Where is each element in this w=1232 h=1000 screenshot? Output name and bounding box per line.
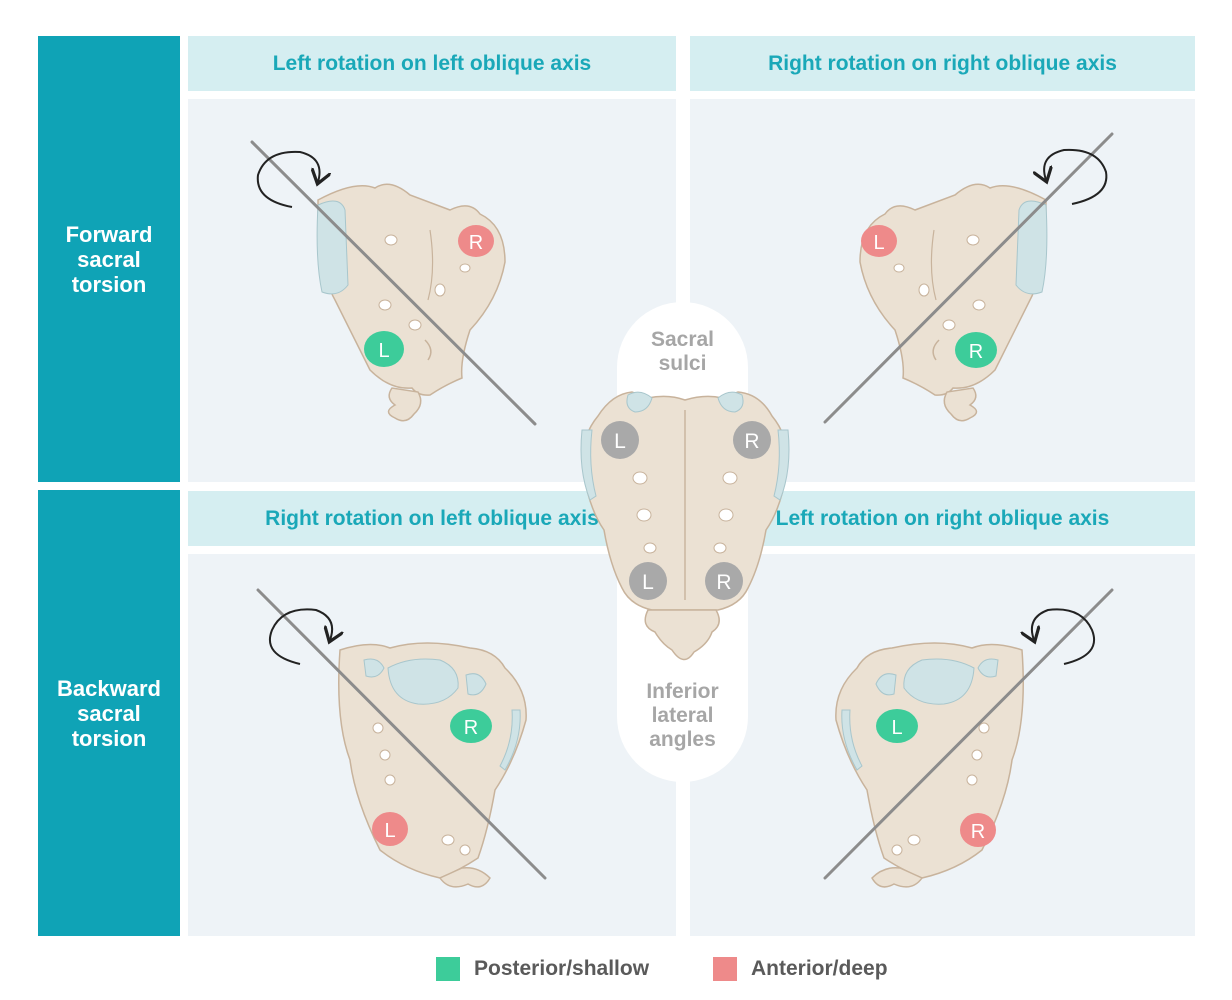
marker-br-top: L: [876, 709, 918, 743]
marker-tl-bottom: L: [364, 331, 404, 367]
legend-anterior: Anterior/deep: [713, 954, 888, 984]
marker-br-bottom: R: [960, 813, 996, 847]
row-label-backward-text: Backward sacral torsion: [57, 675, 161, 751]
marker-tr-top: L: [861, 225, 897, 257]
sacrum-top-left: [250, 140, 537, 426]
marker-br-top-label: L: [891, 717, 902, 739]
row-label-forward-text: Forward sacral torsion: [65, 221, 153, 297]
marker-center-sulci-right: R: [733, 421, 771, 459]
marker-center-sulci-right-label: R: [744, 430, 759, 453]
legend-posterior-text: Posterior/shallow: [474, 957, 650, 980]
marker-tr-bottom: R: [955, 332, 997, 368]
marker-br-bottom-label: R: [971, 821, 985, 843]
marker-bl-bottom-label: L: [384, 820, 395, 842]
center-label-sacral-sulci: Sacral sulci: [650, 328, 715, 375]
marker-bl-top: R: [450, 709, 492, 743]
quadrant-title-top-left: Left rotation on left oblique axis: [188, 36, 676, 91]
legend-posterior: Posterior/shallow: [436, 954, 649, 984]
row-label-forward: Forward sacral torsion: [38, 36, 180, 482]
legend-anterior-swatch: [713, 957, 737, 981]
quadrant-title-top-right: Right rotation on right oblique axis: [690, 36, 1195, 91]
marker-tr-top-label: L: [873, 232, 884, 254]
marker-center-sulci-left-label: L: [614, 430, 626, 453]
row-label-backward: Backward sacral torsion: [38, 490, 180, 936]
marker-tr-bottom-label: R: [969, 341, 983, 363]
marker-center-ila-left: L: [629, 562, 667, 600]
legend-anterior-text: Anterior/deep: [751, 957, 888, 980]
sacrum-bottom-left: [256, 588, 547, 888]
marker-center-ila-right: R: [705, 562, 743, 600]
marker-center-ila-left-label: L: [642, 571, 654, 594]
marker-bl-bottom: L: [372, 812, 408, 846]
sacrum-top-right: [823, 132, 1114, 424]
marker-tl-top: R: [458, 225, 494, 257]
legend-posterior-swatch: [436, 957, 460, 981]
marker-tl-bottom-label: L: [378, 340, 389, 362]
marker-bl-top-label: R: [464, 717, 478, 739]
center-label-inferior-lateral-angles: Inferior lateral angles: [646, 680, 719, 751]
marker-center-ila-right-label: R: [716, 571, 731, 594]
marker-center-sulci-left: L: [601, 421, 639, 459]
marker-tl-top-label: R: [469, 232, 483, 254]
